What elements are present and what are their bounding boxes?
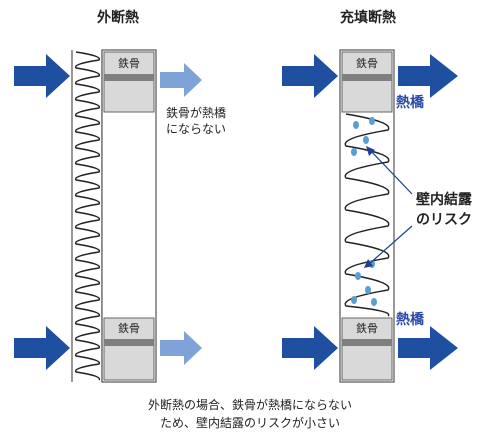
left-note-line1: 鉄骨が熱橋 [166, 105, 226, 120]
left-note-line2: にならない [166, 122, 226, 136]
condensation-pointer-lower [367, 225, 413, 266]
caption-line2: ため、壁内結露のリスクが小さい [160, 415, 340, 430]
left-heat-arrow-out-bottom [160, 331, 202, 365]
right-heat-arrow-in-top [282, 54, 338, 98]
right-steel-bottom: 鉄骨 [341, 317, 393, 381]
droplet-icon [369, 117, 375, 125]
left-heat-arrow-in-top [14, 54, 70, 98]
thermal-bridge-bottom-label: 熱橋 [396, 311, 425, 328]
condensation-droplets [351, 117, 377, 306]
right-panel-title: 充填断熱 [340, 9, 396, 26]
droplet-icon [353, 121, 359, 129]
left-steel-bottom: 鉄骨 [103, 317, 155, 381]
left-steel-top: 鉄骨 [103, 51, 155, 113]
left-steel-bottom-label: 鉄骨 [118, 321, 140, 335]
right-steel-top-label: 鉄骨 [356, 56, 378, 70]
droplet-icon [351, 296, 357, 304]
right-heat-arrow-in-bottom [282, 326, 338, 370]
right-insulation-wave [344, 113, 390, 317]
left-heat-arrow-in-bottom [14, 326, 70, 370]
left-panel-title: 外断熱 [97, 9, 139, 26]
right-heat-arrow-out-top [398, 54, 458, 98]
right-heat-arrow-out-bottom [398, 326, 458, 370]
droplet-icon [365, 286, 371, 294]
caption-line1: 外断熱の場合、鉄骨が熱橋にならない [148, 397, 352, 412]
droplet-icon [371, 298, 377, 306]
left-heat-arrow-out-top [160, 63, 202, 97]
left-insulation-wave [74, 51, 101, 381]
right-steel-top: 鉄骨 [341, 51, 393, 113]
droplet-icon [355, 272, 361, 280]
right-steel-bottom-label: 鉄骨 [356, 321, 378, 335]
condensation-pointer-upper [369, 149, 413, 195]
droplet-icon [363, 136, 369, 144]
condensation-label-line1: 壁内結露 [416, 191, 473, 208]
thermal-bridge-top-label: 熱橋 [396, 94, 425, 111]
condensation-label-line2: のリスク [416, 212, 472, 228]
left-steel-top-label: 鉄骨 [118, 56, 140, 70]
droplet-icon [351, 148, 357, 156]
